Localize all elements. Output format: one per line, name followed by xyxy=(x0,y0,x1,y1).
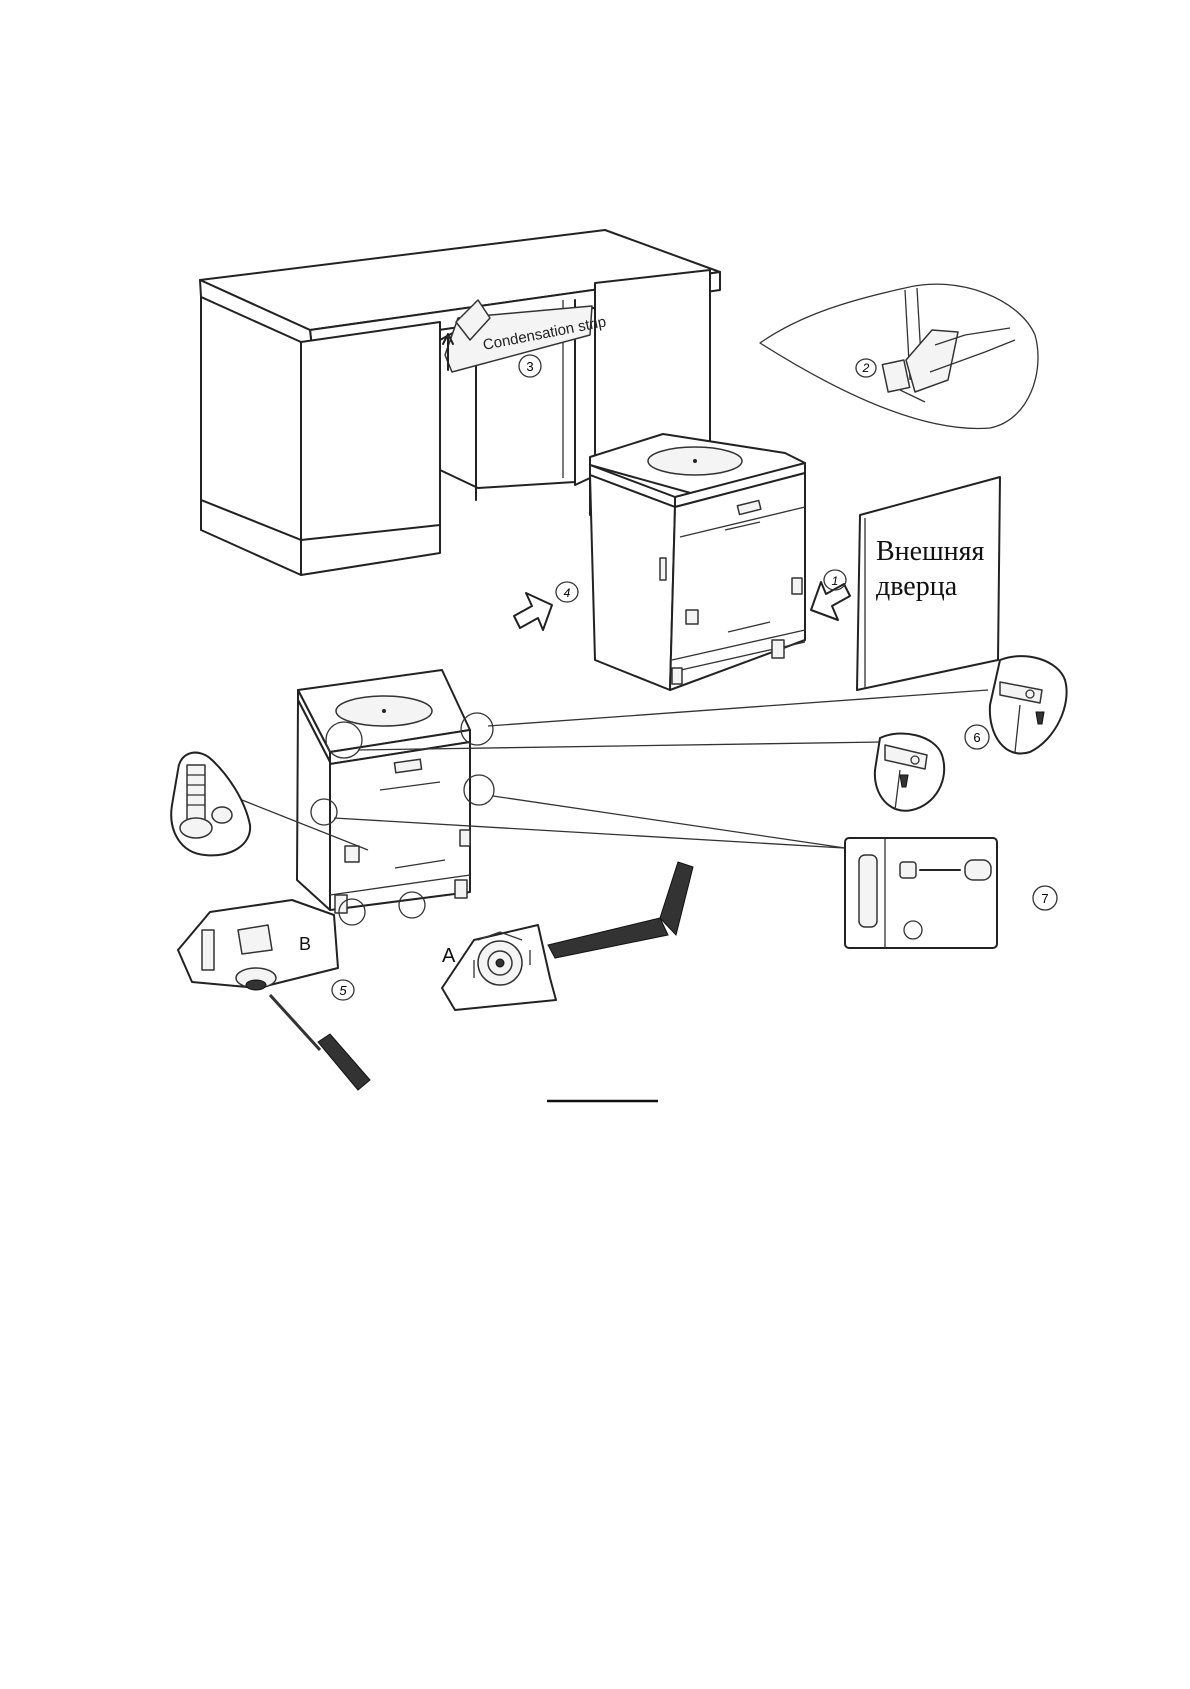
step-number-4: 4 xyxy=(556,582,578,602)
detail-a xyxy=(442,862,693,1010)
detail-label-b: B xyxy=(299,934,311,954)
step-number-1: 1 xyxy=(824,570,846,590)
outer-door-label-line2: дверца xyxy=(876,571,958,602)
step-label-7: 7 xyxy=(1041,891,1048,906)
step-2-detail xyxy=(760,284,1038,428)
step-number-5: 5 xyxy=(332,980,354,1000)
step-label-2: 2 xyxy=(862,361,870,375)
outer-door-panel: Внешняя дверца xyxy=(857,477,1000,690)
adjustable-foot-detail xyxy=(171,753,250,856)
step-number-3: 3 xyxy=(519,355,541,377)
detail-label-a: A xyxy=(442,945,456,967)
step-number-6: 6 xyxy=(965,725,989,749)
step-number-7: 7 xyxy=(1033,886,1057,910)
step-label-6: 6 xyxy=(973,730,980,745)
step-label-1: 1 xyxy=(832,574,839,588)
dishwasher-top xyxy=(514,434,850,690)
outer-door-label-line1: Внешняя xyxy=(876,536,985,567)
step-label-5: 5 xyxy=(339,983,347,998)
step-label-4: 4 xyxy=(564,586,571,600)
step-7-detail xyxy=(845,838,997,948)
step-number-2: 2 xyxy=(856,359,876,377)
step-label-3: 3 xyxy=(526,359,533,374)
